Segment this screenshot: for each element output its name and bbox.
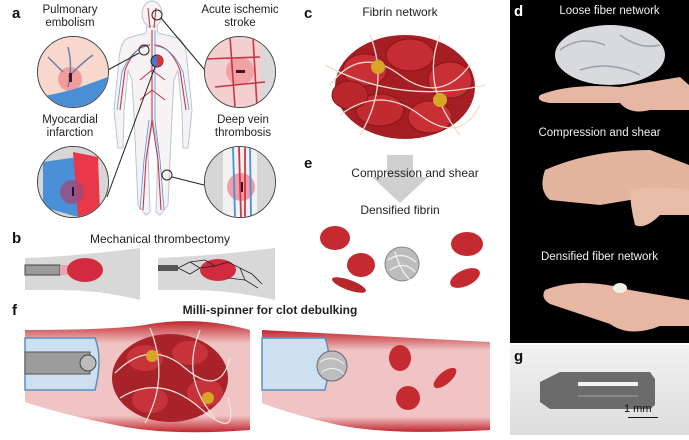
- label-line: Myocardial: [42, 114, 98, 126]
- inset-deep-vein-thrombosis: [204, 146, 276, 218]
- scale-bar-line: [628, 417, 658, 418]
- device-slot: [578, 395, 638, 397]
- caption-compression-shear: Compression and shear: [538, 127, 661, 139]
- panel-letter-a: a: [12, 5, 21, 22]
- label-line: Deep vein: [217, 114, 269, 126]
- scale-bar-label: 1 mm: [624, 403, 652, 415]
- clot: [112, 327, 232, 424]
- panel-f-title: Milli-spinner for clot debulking: [182, 303, 358, 317]
- fibrin-strands: [324, 34, 486, 136]
- panel-c-title: Fibrin network: [362, 5, 438, 19]
- red-blood-cell: [450, 268, 480, 288]
- milli-spinner-device: [540, 372, 655, 409]
- densified-fiber-ball: [613, 283, 627, 293]
- red-blood-cell: [389, 345, 411, 371]
- label-line: Acute ischemic: [201, 4, 279, 16]
- clot-left: [67, 258, 103, 282]
- inset-myocardial-infarction: [37, 146, 109, 218]
- label-pulmonary-embolism: Pulmonary embolism: [30, 4, 110, 30]
- thrombectomy-illustration: [24, 248, 275, 300]
- panel-letter-e: e: [304, 155, 313, 172]
- inset-pulmonary-embolism: [37, 36, 109, 108]
- photo-compression: [542, 150, 689, 227]
- panel-letter-b: b: [12, 230, 22, 247]
- clot-cells: [331, 35, 475, 139]
- label-line: embolism: [45, 17, 95, 29]
- caption-densified-fiber: Densified fiber network: [541, 251, 658, 263]
- panel-letter-g: g: [514, 348, 524, 365]
- human-body-illustration: [106, 0, 205, 216]
- red-blood-cell: [396, 386, 420, 410]
- panel-e-arrow-label: Compression and shear: [351, 166, 479, 180]
- platelet: [433, 93, 447, 107]
- label-myocardial-infarction: Myocardial infarction: [30, 114, 110, 140]
- hand: [543, 283, 689, 332]
- label-line: stroke: [224, 17, 256, 29]
- photo-panel-g: g 1 mm: [510, 345, 689, 435]
- densified-fibrin-illustration: [320, 226, 483, 293]
- panel-letter-d: d: [514, 3, 524, 20]
- label-line: thrombosis: [214, 127, 272, 139]
- loose-fiber-mass: [555, 25, 665, 85]
- hand: [538, 77, 689, 112]
- inset-acute-ischemic-stroke: [204, 36, 276, 108]
- lower-hand: [630, 187, 689, 227]
- photo-densified-fiber: [543, 283, 689, 332]
- fibrin-ball: [384, 246, 420, 282]
- milli-spinner-illustration: [24, 321, 490, 433]
- caption-loose-fiber: Loose fiber network: [559, 5, 660, 17]
- clot-right: [200, 259, 236, 281]
- photo-panel-d: d Loose fiber network Compression and sh…: [510, 0, 689, 343]
- red-blood-cell: [347, 253, 375, 277]
- red-blood-cell: [320, 226, 350, 250]
- label-line: infarction: [46, 127, 94, 139]
- platelet: [371, 60, 385, 74]
- label-acute-ischemic-stroke: Acute ischemic stroke: [190, 4, 290, 30]
- panel-b-title: Mechanical thrombectomy: [89, 232, 231, 246]
- red-blood-cell: [433, 367, 457, 389]
- panel-letter-f: f: [12, 302, 17, 319]
- densified-fibrin-ball: [316, 350, 348, 382]
- red-blood-cell: [451, 232, 483, 256]
- down-arrow-icon: [372, 155, 428, 203]
- label-deep-vein-thrombosis: Deep vein thrombosis: [198, 114, 288, 140]
- red-blood-cell: [331, 277, 367, 293]
- label-line: Pulmonary: [42, 4, 98, 16]
- fibrin-network-illustration: [324, 34, 486, 139]
- device-slot: [578, 382, 638, 386]
- stent-wire: [158, 265, 178, 271]
- aspiration-catheter: [24, 264, 61, 276]
- photo-loose-fiber: [538, 25, 689, 112]
- panel-letter-c: c: [304, 5, 313, 22]
- stent-mesh: [177, 259, 263, 289]
- panel-e-result-label: Densified fibrin: [360, 203, 440, 217]
